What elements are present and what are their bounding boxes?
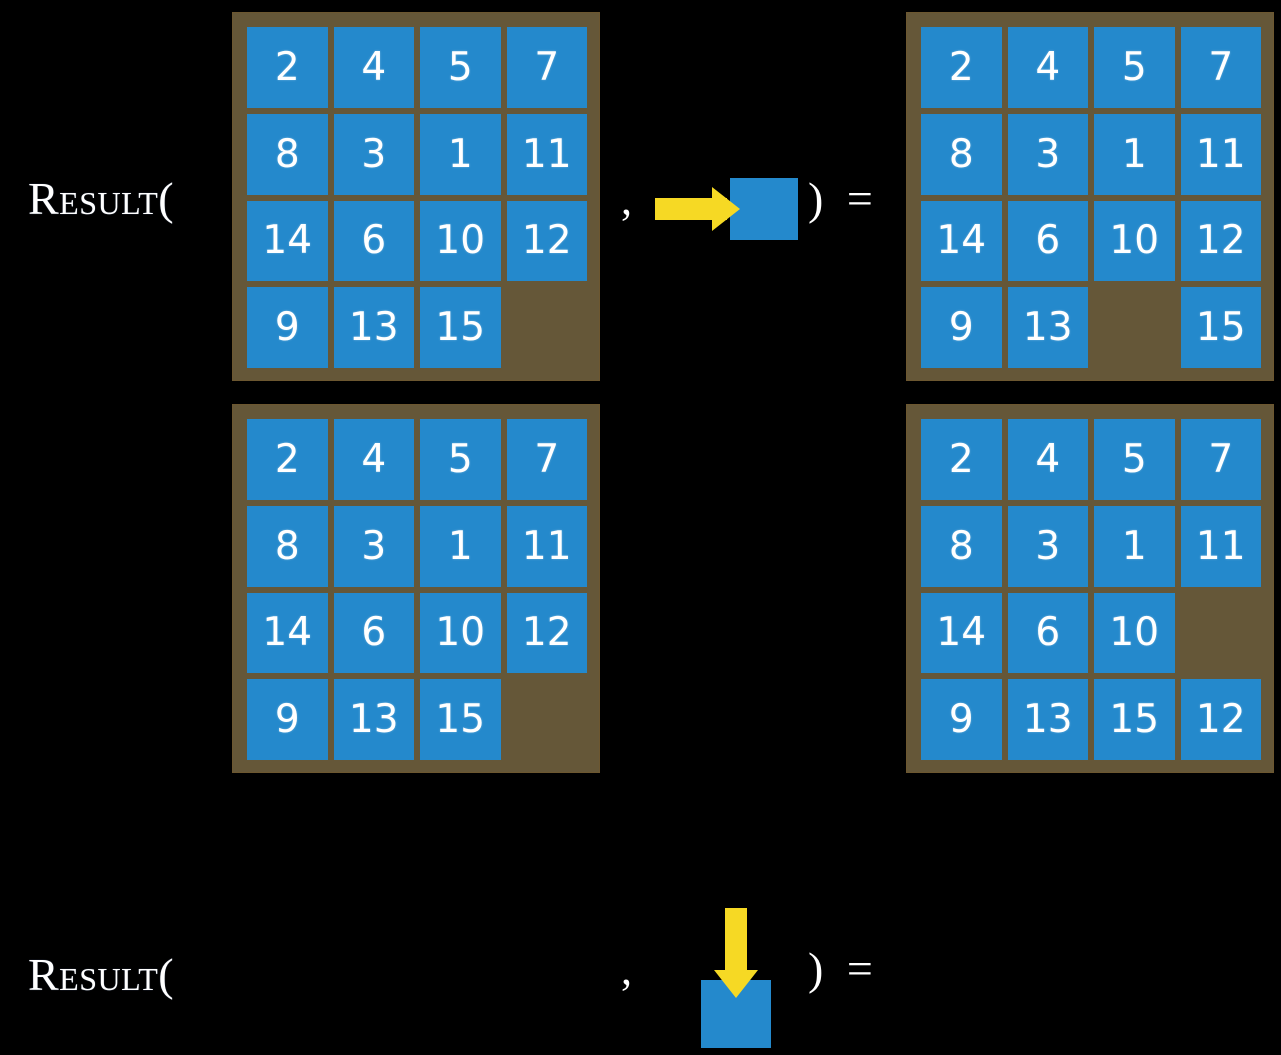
tile[interactable]: 8 (247, 505, 328, 587)
tile[interactable]: 12 (1180, 200, 1261, 282)
tile[interactable]: 11 (506, 113, 587, 195)
tile[interactable]: 2 (247, 27, 328, 108)
input-board: 2 4 5 7 8 3 1 11 14 6 10 12 9 13 15 (232, 404, 600, 773)
tile[interactable]: 2 (921, 419, 1002, 500)
tile[interactable]: 2 (921, 27, 1002, 108)
tile[interactable]: 3 (1007, 505, 1088, 587)
tile[interactable]: 3 (1007, 113, 1088, 195)
tile[interactable]: 14 (247, 592, 328, 674)
tile[interactable]: 13 (1007, 287, 1088, 368)
tile[interactable]: 9 (247, 287, 328, 368)
output-board: 2 4 5 7 8 3 1 11 14 6 10 9 13 15 12 (906, 404, 1274, 773)
input-board-grid: 2 4 5 7 8 3 1 11 14 6 10 12 9 13 15 (247, 419, 587, 760)
tile[interactable]: 14 (247, 200, 328, 282)
output-board-grid: 2 4 5 7 8 3 1 11 14 6 10 12 9 13 15 (921, 27, 1261, 368)
tile[interactable]: 4 (333, 419, 414, 500)
input-board: 2 4 5 7 8 3 1 11 14 6 10 12 9 13 15 (232, 12, 600, 381)
tile[interactable]: 1 (420, 505, 501, 587)
tile[interactable]: 10 (420, 592, 501, 674)
tile[interactable]: 4 (333, 27, 414, 108)
blank-tile (1094, 287, 1175, 368)
tile[interactable]: 12 (506, 592, 587, 674)
tile[interactable]: 6 (1007, 200, 1088, 282)
tile[interactable]: 5 (420, 27, 501, 108)
move-right-glyph (650, 170, 800, 250)
blank-tile (507, 679, 588, 760)
tile[interactable]: 9 (247, 679, 328, 760)
tile[interactable]: 7 (1180, 419, 1261, 500)
tile[interactable]: 6 (1007, 592, 1088, 674)
tile[interactable]: 4 (1007, 27, 1088, 108)
tile[interactable]: 15 (420, 287, 501, 368)
tile[interactable]: 15 (420, 679, 501, 760)
tile[interactable]: 13 (333, 287, 414, 368)
closing-paren-equals: ) = (808, 173, 879, 224)
tile[interactable]: 3 (333, 113, 414, 195)
tile[interactable]: 2 (247, 419, 328, 500)
tile[interactable]: 12 (1180, 679, 1261, 760)
result-function-label: Result( (28, 173, 175, 224)
tile[interactable]: 14 (921, 200, 1002, 282)
tile[interactable]: 5 (420, 419, 501, 500)
tile[interactable]: 1 (420, 113, 501, 195)
tile[interactable]: 10 (1094, 592, 1175, 674)
tile[interactable]: 11 (1180, 113, 1261, 195)
tile[interactable]: 7 (1180, 27, 1261, 108)
result-function-label: Result( (28, 949, 175, 1000)
tile[interactable]: 5 (1094, 419, 1175, 500)
equation-move-down: Result( 2 4 5 7 8 3 1 11 14 6 10 12 9 13… (0, 390, 1281, 1048)
output-board: 2 4 5 7 8 3 1 11 14 6 10 12 9 13 15 (906, 12, 1274, 381)
tile[interactable]: 6 (333, 592, 414, 674)
tile[interactable]: 9 (921, 287, 1002, 368)
tile[interactable]: 4 (1007, 419, 1088, 500)
tile[interactable]: 15 (1094, 679, 1175, 760)
arrow-down-head-icon (714, 970, 758, 998)
tile[interactable]: 8 (921, 505, 1002, 587)
tile[interactable]: 13 (333, 679, 414, 760)
tile[interactable]: 8 (247, 113, 328, 195)
input-board-grid: 2 4 5 7 8 3 1 11 14 6 10 12 9 13 15 (247, 27, 587, 368)
tile[interactable]: 14 (921, 592, 1002, 674)
tile[interactable]: 3 (333, 505, 414, 587)
equation-move-right: Result( 2 4 5 7 8 3 1 11 14 6 10 12 9 13… (0, 0, 1281, 390)
tile[interactable]: 10 (420, 200, 501, 282)
blank-square-icon (730, 178, 798, 240)
tile[interactable]: 12 (506, 200, 587, 282)
tile[interactable]: 5 (1094, 27, 1175, 108)
tile[interactable]: 9 (921, 679, 1002, 760)
tile[interactable]: 11 (1180, 505, 1261, 587)
argument-separator: , (621, 175, 632, 224)
tile[interactable]: 13 (1007, 679, 1088, 760)
tile[interactable]: 1 (1094, 505, 1175, 587)
tile[interactable]: 7 (506, 27, 587, 108)
argument-separator: , (621, 945, 632, 994)
blank-tile (507, 287, 588, 368)
move-down-glyph (696, 900, 786, 1055)
tile[interactable]: 11 (506, 505, 587, 587)
tile[interactable]: 15 (1180, 287, 1261, 368)
tile[interactable]: 7 (506, 419, 587, 500)
arrow-right-head-icon (712, 187, 740, 231)
tile[interactable]: 1 (1094, 113, 1175, 195)
closing-paren-equals: ) = (808, 943, 879, 994)
tile[interactable]: 6 (333, 200, 414, 282)
arrow-right-icon (655, 198, 727, 220)
tile[interactable]: 8 (921, 113, 1002, 195)
output-board-grid: 2 4 5 7 8 3 1 11 14 6 10 9 13 15 12 (921, 419, 1261, 760)
blank-tile (1181, 593, 1262, 674)
tile[interactable]: 10 (1094, 200, 1175, 282)
